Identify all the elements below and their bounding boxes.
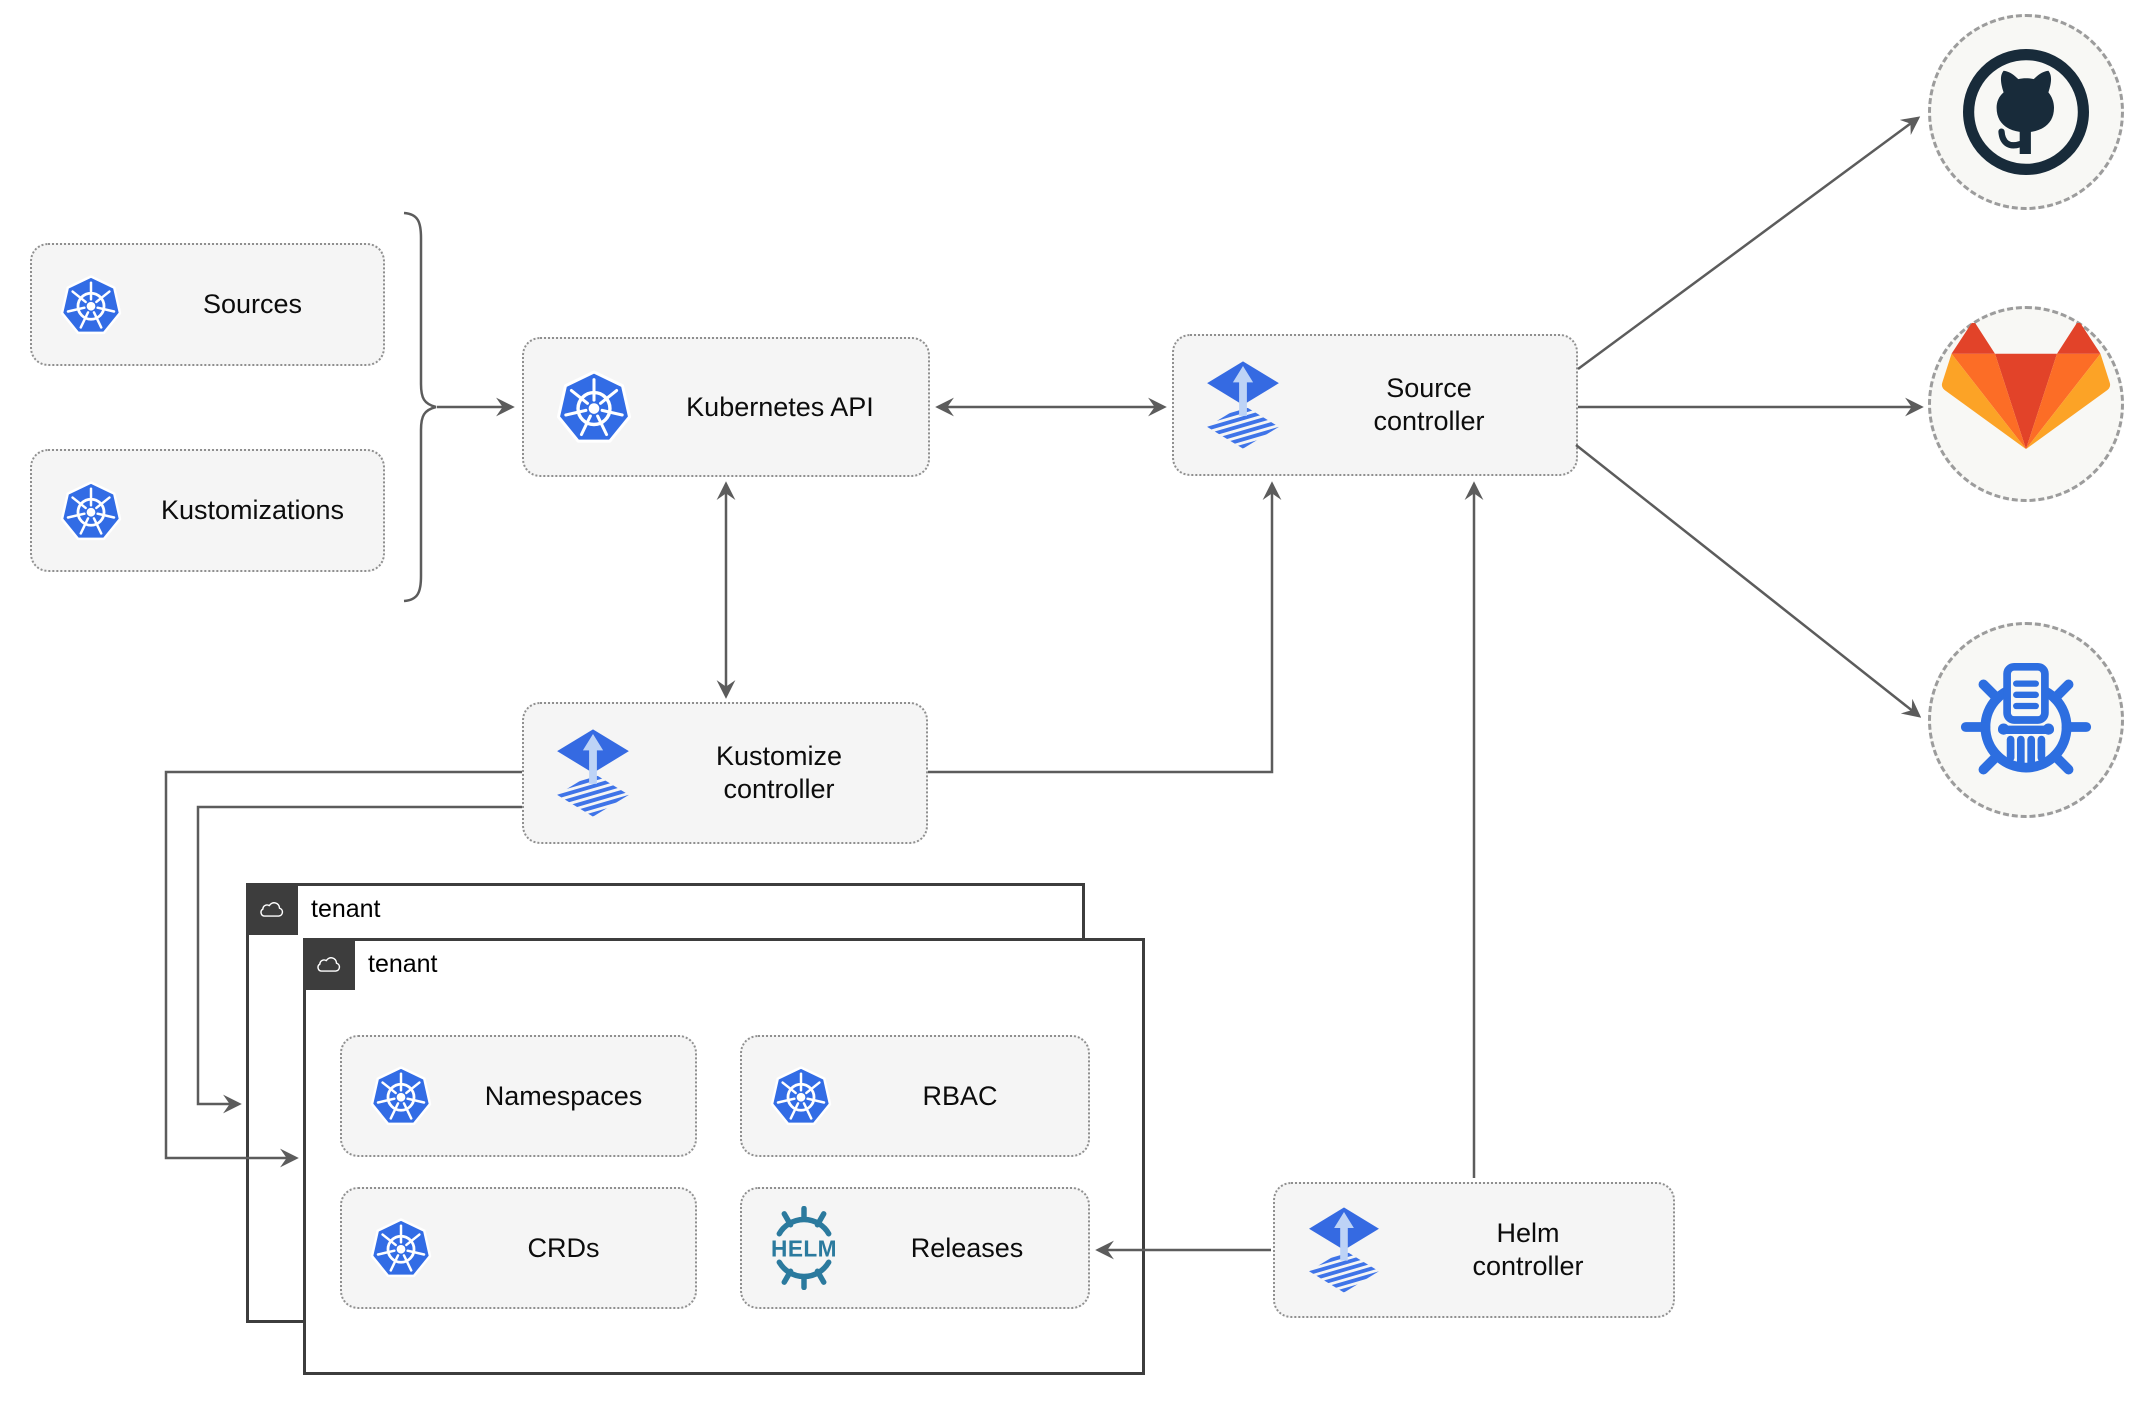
flux-icon — [554, 729, 632, 817]
node-namespaces-label: Namespaces — [484, 1080, 643, 1111]
node-kubernetes-api: Kubernetes API — [522, 337, 930, 477]
node-rbac-label: RBAC — [922, 1080, 998, 1111]
gitlab-provider-circle — [1928, 306, 2124, 502]
flux-icon — [1204, 361, 1282, 449]
kubernetes-icon — [60, 274, 122, 336]
cloud-icon — [313, 952, 345, 976]
brace-sources-group — [403, 211, 437, 603]
chartmuseum-provider-circle — [1928, 622, 2124, 818]
label-line2: controller — [1373, 406, 1485, 436]
label-line1: Kustomize — [715, 741, 843, 771]
node-namespaces: Namespaces — [340, 1035, 697, 1157]
flux-icon — [1305, 1206, 1383, 1294]
node-kustomize-controller-label: Kustomize controller — [632, 740, 926, 806]
node-kustomize-controller: Kustomize controller — [522, 702, 928, 844]
gitlab-icon — [1941, 323, 2111, 450]
connector-source-controller-to-github — [1577, 116, 1921, 371]
node-sources: Sources — [30, 243, 385, 366]
label-line1: Source — [1386, 373, 1472, 403]
node-source-controller-label: Source controller — [1282, 372, 1576, 438]
node-releases: HELM Releases — [740, 1187, 1090, 1309]
kubernetes-icon — [770, 1065, 832, 1127]
connector-kustomize-to-source-controller — [928, 481, 1282, 774]
node-rbac: RBAC — [740, 1035, 1090, 1157]
node-helm-controller-label: Helm controller — [1383, 1217, 1673, 1283]
label-line2: controller — [1472, 1251, 1584, 1281]
node-helm-controller: Helm controller — [1273, 1182, 1675, 1318]
github-provider-circle — [1928, 14, 2124, 210]
label-line2: controller — [723, 774, 835, 804]
node-source-controller: Source controller — [1172, 334, 1578, 476]
node-crds: CRDs — [340, 1187, 697, 1309]
kubernetes-icon — [556, 369, 632, 445]
node-crds-label: CRDs — [527, 1232, 600, 1263]
helm-icon: HELM — [762, 1206, 846, 1290]
connector-source-controller-to-chartmuseum — [1575, 444, 1922, 718]
label-line1: Helm — [1496, 1218, 1560, 1248]
cloud-badge — [246, 883, 298, 935]
chartmuseum-icon — [1960, 662, 2092, 775]
kubernetes-icon — [370, 1065, 432, 1127]
cloud-badge — [303, 938, 355, 990]
kubernetes-icon — [370, 1217, 432, 1279]
node-sources-label: Sources — [202, 289, 303, 319]
cloud-icon — [256, 897, 288, 921]
github-icon — [1963, 49, 2089, 175]
tenant-front-label: tenant — [368, 949, 438, 978]
node-kustomizations: Kustomizations — [30, 449, 385, 572]
kubernetes-icon — [60, 480, 122, 542]
tenant-back-label: tenant — [311, 894, 381, 923]
node-kubernetes-api-label: Kubernetes API — [686, 391, 874, 422]
helm-logo-text: HELM — [771, 1235, 837, 1261]
node-releases-label: Releases — [910, 1232, 1024, 1263]
node-kustomizations-label: Kustomizations — [160, 495, 345, 525]
